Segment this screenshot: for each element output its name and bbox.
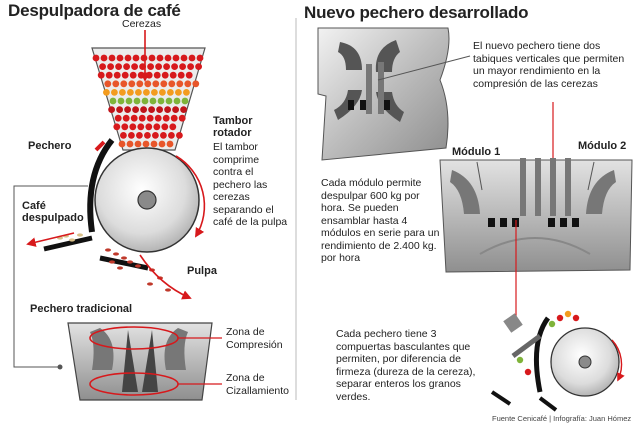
bean (105, 248, 111, 252)
callout-leader (377, 55, 471, 81)
modulos-desc: Cada módulo permite despulpar 600 kg por… (321, 177, 440, 264)
bean (135, 264, 141, 268)
cafe-despulpado-label: Café despulpado (22, 200, 84, 224)
right-title: Nuevo pechero desarrollado (304, 3, 529, 22)
rotation-arrow (175, 155, 206, 238)
cafe-chute (43, 235, 93, 252)
cherry (548, 320, 556, 328)
zona-cizallamiento-label: Zona de Cizallamiento (226, 372, 290, 397)
pechero-plate (87, 138, 115, 233)
new-pechero-part (317, 27, 450, 161)
credit: Fuente Cenicafé | Infografía: Juan Hómez (492, 414, 632, 423)
cafe-arrow (26, 232, 75, 247)
compuertas-desc: Cada pechero tiene 3 compuertas basculan… (336, 328, 476, 403)
tambor-title: Tambor rotador (213, 115, 253, 139)
zona-compresion-label: Zona de Compresión (226, 326, 283, 351)
bean (165, 288, 171, 292)
two-modules (439, 158, 633, 273)
bean (121, 256, 127, 260)
pechero-label: Pechero (28, 140, 72, 152)
cherry (516, 356, 524, 364)
modulo1-label: Módulo 1 (452, 146, 501, 158)
pechero-leader (13, 185, 88, 368)
small-despulpadora (490, 310, 625, 412)
bean (69, 238, 75, 242)
bean (147, 282, 153, 286)
pulpa-arrow (139, 254, 192, 300)
module-gate (548, 218, 555, 227)
callout-text: El nuevo pechero tiene dos tabiques vert… (473, 40, 625, 90)
bean (113, 252, 119, 256)
pechero-tradicional-part (67, 322, 213, 401)
bean (77, 233, 83, 237)
bean (117, 266, 123, 270)
bean (109, 260, 115, 264)
module-gate (488, 218, 495, 227)
modulo2-label: Módulo 2 (578, 140, 627, 152)
cherry (572, 314, 580, 322)
tambor-desc: El tambor comprime contra el pechero las… (213, 141, 288, 228)
cherry (564, 310, 572, 318)
modulo1-leader (476, 161, 483, 191)
cherry (524, 368, 532, 376)
cherries (92, 54, 204, 148)
hopper (91, 47, 206, 151)
left-title: Despulpadora de café (8, 1, 181, 20)
cerezas-label: Cerezas (122, 18, 162, 30)
module-gate (572, 218, 579, 227)
module-gate (500, 218, 507, 227)
module-gate (560, 218, 567, 227)
bean (127, 260, 133, 264)
drum (94, 147, 200, 253)
pulpa-label: Pulpa (187, 265, 217, 277)
modulo2-leader (587, 161, 595, 191)
cherry (556, 314, 564, 322)
pechero-tradicional-label: Pechero tradicional (30, 303, 133, 315)
